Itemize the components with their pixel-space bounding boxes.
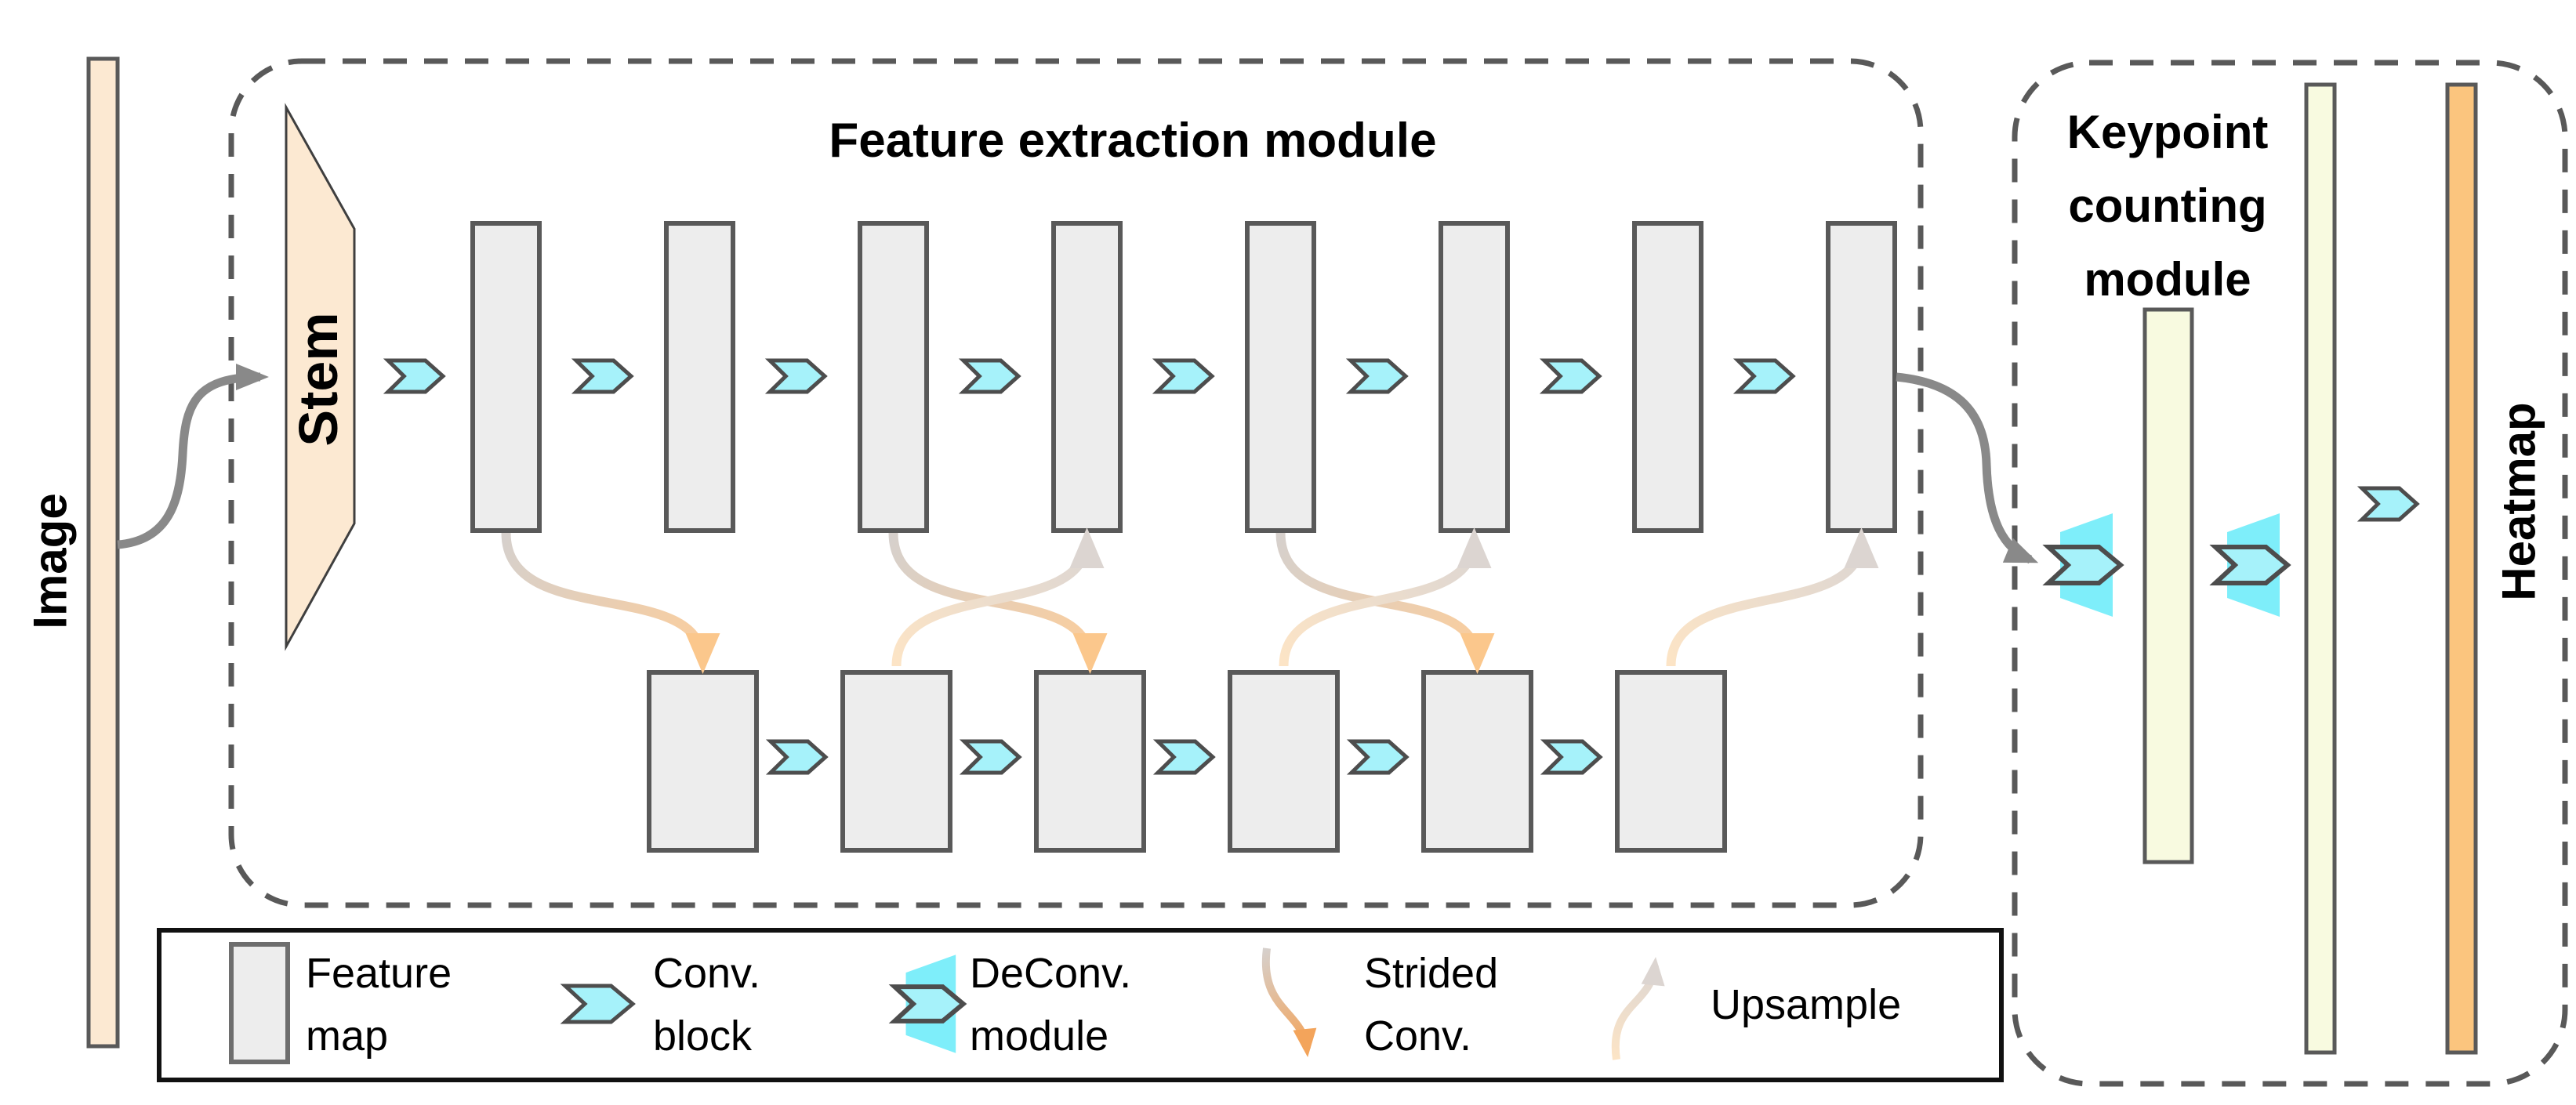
legend-deconv-module-icon-chevron — [888, 984, 967, 1023]
keypoint-title-line1: Keypoint — [2066, 106, 2269, 158]
keypoint-feature-map-2 — [2304, 82, 2337, 1055]
bottom-feature-map-2 — [840, 670, 952, 853]
conv-block-arrow-bottom-4 — [1346, 739, 1410, 775]
legend-feature-map-line2: map — [306, 1013, 389, 1060]
legend-deconv-module-line1: DeConv. — [970, 950, 1132, 997]
conv-block-arrow-bottom-3 — [1152, 739, 1216, 775]
stem-shape — [285, 103, 356, 651]
bottom-feature-map-1 — [647, 670, 759, 853]
legend-strided-conv-line2: Conv. — [1364, 1013, 1472, 1060]
strided-conv-arrow-1 — [501, 532, 720, 674]
upsample-arrow-3 — [1666, 527, 1879, 667]
image-bar — [86, 56, 120, 1049]
upsample-arrow-2 — [1279, 527, 1492, 667]
top-feature-map-3 — [858, 221, 929, 533]
conv-block-arrow-bottom-5 — [1540, 739, 1603, 775]
legend-feature-map-line1: Feature — [306, 950, 452, 997]
legend-strided-conv-icon — [1261, 947, 1317, 1057]
legend-strided-conv-label: Strided Conv. — [1364, 942, 1498, 1067]
legend-deconv-module-label: DeConv. module — [970, 942, 1131, 1067]
legend-feature-map-swatch — [229, 942, 290, 1064]
top-feature-map-6 — [1439, 221, 1510, 533]
top-feature-map-8 — [1826, 221, 1897, 533]
legend-conv-block-icon — [560, 984, 636, 1024]
keypoint-title-line3: module — [2084, 253, 2251, 306]
legend-strided-conv-line1: Strided — [1364, 950, 1499, 997]
conv-block-arrow-top-7 — [1539, 358, 1602, 394]
deconv-module-icon-1-chevron — [2042, 545, 2124, 585]
bottom-feature-map-3 — [1034, 670, 1146, 853]
feature-module-title: Feature extraction module — [829, 114, 1437, 168]
upsample-arrow-1 — [891, 527, 1105, 667]
legend-box — [157, 928, 2004, 1082]
conv-block-arrow-top-8 — [1732, 358, 1796, 394]
conv-block-arrow-top-6 — [1345, 358, 1409, 394]
conv-block-arrow-top-2 — [571, 358, 634, 394]
stem-label: Stem — [288, 312, 349, 447]
conv-block-arrow-top-4 — [958, 358, 1021, 394]
top-feature-map-7 — [1632, 221, 1703, 533]
legend-upsample-icon — [1611, 957, 1665, 1060]
keypoint-counting-box — [2012, 60, 2568, 1087]
heatmap-bar — [2445, 82, 2478, 1055]
keypoint-title-line2: counting — [2068, 179, 2267, 232]
image-to-stem-arrow — [117, 364, 269, 549]
legend-feature-map-label: Feature map — [306, 942, 452, 1067]
keypoint-feature-map-1 — [2142, 307, 2194, 864]
image-label: Image — [24, 493, 77, 629]
bottom-feature-map-4 — [1228, 670, 1340, 853]
keypoint-module-title: Keypoint counting module — [2038, 96, 2297, 317]
legend-deconv-module-line2: module — [970, 1013, 1109, 1060]
conv-block-arrow-keypoint — [2356, 486, 2420, 522]
conv-block-arrow-bottom-2 — [959, 739, 1022, 775]
conv-block-arrow-bottom-1 — [765, 739, 829, 775]
legend-upsample-label: Upsample — [1711, 981, 1902, 1028]
conv-block-arrow-top-5 — [1152, 358, 1215, 394]
top-feature-map-5 — [1245, 221, 1316, 533]
heatmap-label: Heatmap — [2492, 402, 2545, 601]
legend-conv-block-line2: block — [653, 1013, 753, 1060]
top-feature-map-2 — [664, 221, 735, 533]
feature-to-keypoint-arrow — [1896, 372, 2039, 564]
bottom-feature-map-5 — [1421, 670, 1533, 853]
conv-block-arrow-top-3 — [764, 358, 828, 394]
top-feature-map-4 — [1051, 221, 1123, 533]
bottom-feature-map-6 — [1615, 670, 1727, 853]
deconv-module-icon-2-chevron — [2209, 545, 2291, 585]
top-feature-map-1 — [470, 221, 542, 533]
legend-conv-block-line1: Conv. — [653, 950, 761, 997]
legend-conv-block-label: Conv. block — [653, 942, 760, 1067]
conv-block-arrow-top-1 — [383, 358, 446, 394]
feature-extraction-box — [228, 58, 1924, 908]
